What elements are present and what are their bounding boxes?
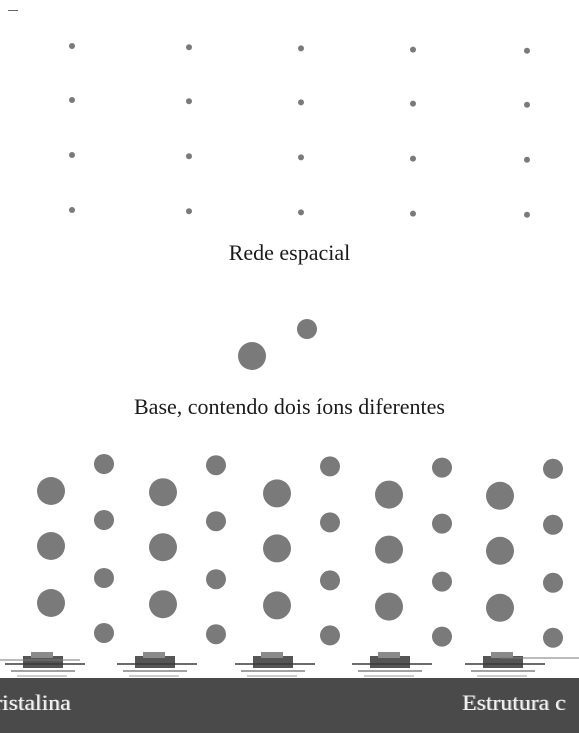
- top-dash-mark: [8, 10, 18, 11]
- smear-block: [483, 656, 523, 668]
- smear-block: [370, 656, 410, 668]
- lattice-point: [186, 153, 192, 160]
- crystal-large-ion: [486, 536, 514, 565]
- smear-block: [253, 656, 293, 668]
- lattice-point: [298, 209, 304, 216]
- crystal-large-ion: [375, 535, 403, 564]
- lattice-point: [524, 156, 530, 163]
- crystal-large-ion: [149, 478, 177, 507]
- space-lattice: [69, 43, 530, 218]
- lattice-point: [410, 100, 416, 107]
- crystal-small-ion: [94, 623, 114, 643]
- crystal-small-ion: [543, 514, 563, 535]
- crystal-small-ion: [432, 626, 452, 647]
- crystal-large-ion: [263, 534, 291, 563]
- basis-large-ion: [238, 342, 266, 370]
- crystal-small-ion: [543, 627, 563, 648]
- crystal-large-ion: [37, 532, 65, 560]
- bottom-caption-band: ristalina Estrutura c: [0, 678, 579, 733]
- crystal-small-ion: [320, 512, 340, 533]
- lattice-point: [524, 211, 530, 218]
- crystal-large-ion: [263, 479, 291, 508]
- crystal-large-ion: [486, 481, 514, 510]
- lattice-point: [186, 98, 192, 105]
- lattice-point: [186, 44, 192, 51]
- crystal-small-ion: [320, 570, 340, 591]
- crystal-small-ion: [320, 456, 340, 477]
- lattice-point: [69, 43, 75, 49]
- lattice-point: [524, 101, 530, 108]
- crystal-small-ion: [94, 510, 114, 530]
- crystal-large-ion: [37, 589, 65, 617]
- crystal-large-ion: [37, 477, 65, 505]
- lattice-point: [410, 46, 416, 53]
- crystal-small-ion: [543, 572, 563, 593]
- lattice-point: [410, 210, 416, 217]
- smear-block: [135, 656, 175, 668]
- smear-cap: [378, 652, 400, 658]
- crystal-large-ion: [263, 591, 291, 620]
- crystal-small-ion: [206, 511, 226, 532]
- basis-small-ion: [297, 319, 317, 339]
- crystal-small-ion: [206, 624, 226, 645]
- crystal-small-ion: [320, 625, 340, 646]
- crystal-small-ion: [94, 454, 114, 474]
- blurred-structure-edge: [0, 652, 579, 677]
- smear-cap: [261, 652, 283, 658]
- lattice-point: [410, 155, 416, 162]
- crystal-small-ion: [206, 455, 226, 476]
- lattice-point: [186, 208, 192, 215]
- crystal-small-ion: [206, 569, 226, 590]
- crystal-small-ion: [543, 458, 563, 479]
- smear-cap: [31, 652, 53, 658]
- crystal-small-ion: [432, 513, 452, 534]
- basis-caption: Base, contendo dois íons diferentes: [134, 394, 445, 419]
- smear-cap: [491, 652, 513, 658]
- lattice-point: [298, 99, 304, 106]
- lattice-caption: Rede espacial: [228, 240, 351, 265]
- crystal-large-ion: [486, 593, 514, 622]
- band-left-label: ristalina: [0, 690, 71, 715]
- crystal-small-ion: [94, 568, 114, 588]
- band-right-label: Estrutura c: [462, 690, 566, 715]
- crystal-large-ion: [149, 590, 177, 619]
- lattice-point: [69, 97, 75, 103]
- crystal-small-ion: [432, 457, 452, 478]
- smear-cap: [143, 652, 165, 658]
- lattice-point: [69, 152, 75, 158]
- smear-block: [23, 656, 63, 668]
- crystal-large-ion: [375, 480, 403, 509]
- lattice-point: [524, 47, 530, 54]
- lattice-point: [298, 154, 304, 161]
- lattice-point: [298, 45, 304, 52]
- crystal-small-ion: [432, 571, 452, 592]
- crystal-large-ion: [375, 592, 403, 621]
- lattice-point: [69, 207, 75, 213]
- crystal-large-ion: [149, 533, 177, 562]
- crystal-structure: [37, 454, 563, 648]
- basis-ions: [238, 319, 317, 370]
